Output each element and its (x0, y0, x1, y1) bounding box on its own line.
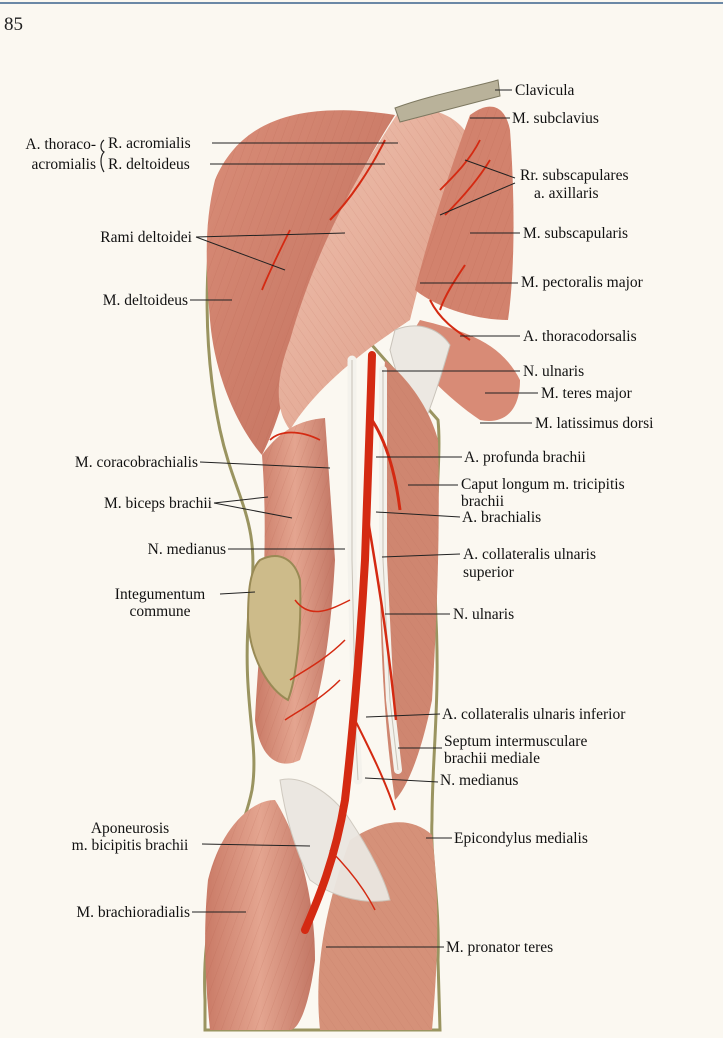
label-n-medianus-top: N. medianus (147, 541, 226, 558)
page-number: 85 (4, 14, 23, 35)
label-a-thoracodorsalis: A. thoracodorsalis (523, 328, 637, 345)
label-caput-longum: Caput longum m. tricipitis (461, 476, 625, 493)
artery-coll-ulnaris-inferior (354, 719, 396, 811)
artery-rami-deltoidei (261, 229, 321, 441)
artery-brachialis (301, 351, 376, 934)
label-m-subscapularis: M. subscapularis (523, 225, 629, 242)
label-a-thoraco: A. thoraco- (25, 136, 96, 153)
label-acromialis: acromialis (31, 156, 96, 173)
label-r-deltoideus: R. deltoideus (108, 156, 190, 173)
label-m-latissimus-dorsi: M. latissimus dorsi (535, 415, 654, 432)
label-n-medianus-low: N. medianus (440, 772, 519, 789)
label-aponeurosis: Aponeurosis (90, 820, 170, 837)
label-superior: superior (463, 564, 514, 581)
label-m-pectoralis-major: M. pectoralis major (521, 274, 643, 291)
label-a-profunda-brachii: A. profunda brachii (464, 449, 586, 466)
label-r-acromialis: R. acromialis (108, 135, 191, 152)
label-n-ulnaris-mid: N. ulnaris (453, 606, 515, 623)
integumentum-skin-patch (246, 555, 302, 702)
artery-thoracoacromialis (329, 139, 386, 221)
label-m-teres-major: M. teres major (541, 385, 632, 402)
label-m-biceps-brachii: M. biceps brachii (103, 495, 212, 512)
clavicula-bone (394, 79, 501, 123)
label-n-ulnaris-top: N. ulnaris (523, 363, 585, 380)
label-m-brachioradialis: M. brachioradialis (76, 904, 190, 921)
label-septum: Septum intermusculare (444, 733, 588, 750)
label-m-bicipitis: m. bicipitis brachii (71, 837, 189, 854)
label-a-coll-ulnaris-sup: A. collateralis ulnaris (463, 546, 596, 563)
artery-small-branches (284, 599, 376, 911)
label-commune: commune (129, 603, 191, 620)
leader-lines (190, 89, 538, 948)
page-top-rule (0, 2, 723, 4)
label-m-pronator-teres: M. pronator teres (446, 939, 554, 956)
artery-thoracodorsalis (429, 264, 471, 341)
label-caput-longum-brachii: brachii (461, 493, 505, 510)
label-m-coracobrachialis: M. coracobrachialis (74, 454, 198, 471)
label-a-axillaris: a. axillaris (534, 185, 599, 202)
label-rr-subscapulares: Rr. subscapulares (520, 167, 629, 184)
label-a-coll-ulnaris-inf: A. collateralis ulnaris inferior (442, 706, 626, 723)
artery-coll-ulnaris-superior (366, 519, 398, 721)
label-a-brachialis: A. brachialis (462, 509, 542, 526)
label-integumentum: Integumentum (114, 586, 206, 603)
label-rami-deltoidei: Rami deltoidei (100, 229, 192, 246)
label-clavicula: Clavicula (515, 82, 575, 99)
label-epicondylus-medialis: Epicondylus medialis (454, 830, 588, 847)
label-m-subclavius: M. subclavius (512, 110, 599, 127)
label-m-deltoideus: M. deltoideus (102, 292, 188, 309)
bracket (100, 139, 106, 173)
label-septum-brachii: brachii mediale (444, 750, 540, 767)
